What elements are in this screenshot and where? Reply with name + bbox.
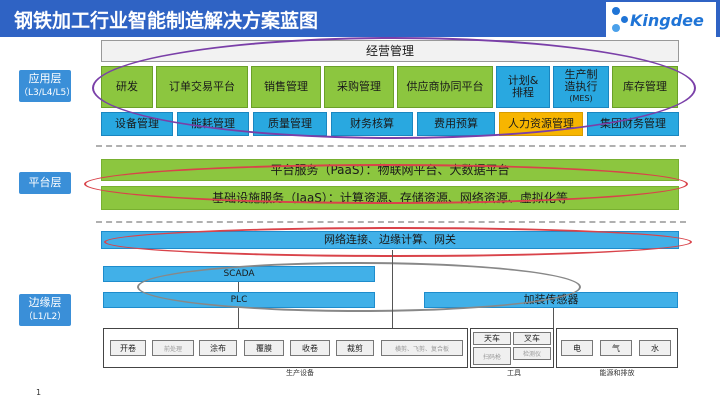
- app-layer-title: 应用层: [28, 72, 62, 85]
- energy-gas: 气: [600, 340, 632, 356]
- device-forklift: 叉车: [513, 332, 551, 345]
- page-title: 钢铁加工行业智能制造解决方案蓝图: [14, 10, 319, 32]
- connector-line: [238, 308, 239, 328]
- module-sales: 销售管理: [251, 66, 321, 108]
- device-coating: 涂布: [199, 340, 237, 356]
- energy-water: 水: [639, 340, 671, 356]
- sensor-bar: 加装传感器: [424, 292, 678, 308]
- edge-layer-title: 边缘层: [28, 296, 62, 309]
- module-purchase: 采购管理: [324, 66, 394, 108]
- business-management-bar: 经营管理: [101, 40, 679, 62]
- energy-group: [556, 328, 678, 368]
- tools-group: [470, 328, 554, 368]
- device-shear: 横剪、飞剪、复合板: [381, 340, 463, 356]
- mes-label: 生产制造执行: [564, 68, 598, 93]
- separator-platform-edge: [96, 221, 686, 223]
- logo-dot-icon: [612, 24, 620, 32]
- mes-sub: (MES): [569, 94, 593, 103]
- edge-layer-sub: （L1/L2）: [23, 312, 67, 322]
- separator-app-platform: [96, 145, 686, 147]
- device-pretreat: 前处理: [152, 340, 194, 356]
- production-equipment-group: [103, 328, 468, 368]
- device-cut: 裁剪: [336, 340, 374, 356]
- module-mes: 生产制造执行 (MES): [553, 66, 609, 108]
- module-quality: 质量管理: [253, 112, 327, 136]
- connector-line: [238, 282, 239, 292]
- module-order-trading: 订单交易平台: [156, 66, 248, 108]
- plc-bar: PLC: [103, 292, 375, 308]
- logo-dot-icon: [612, 7, 620, 15]
- module-rnd: 研发: [101, 66, 153, 108]
- energy-label: 能源和排放: [599, 369, 635, 377]
- module-group-finance: 集团财务管理: [587, 112, 679, 136]
- scada-bar: SCADA: [103, 266, 375, 282]
- network-bar: 网络连接、边缘计算、网关: [101, 231, 679, 249]
- connector-line: [553, 308, 554, 328]
- paas-bar: 平台服务（PaaS）：物联网平台、大数据平台: [101, 159, 679, 181]
- page-number: 1: [36, 388, 42, 397]
- title-bar: [0, 0, 720, 37]
- module-planning: 计划&排程: [496, 66, 550, 108]
- logo-text: Kingdee: [630, 11, 704, 30]
- module-budget: 费用预算: [417, 112, 495, 136]
- device-tester: 检测仪: [513, 347, 551, 360]
- device-scanner: 扫码枪: [473, 347, 511, 365]
- platform-layer-label: 平台层: [19, 172, 71, 194]
- device-laminate: 覆膜: [244, 340, 284, 356]
- device-crane: 天车: [473, 332, 511, 345]
- module-equipment: 设备管理: [101, 112, 173, 136]
- app-layer-label: 应用层 （L3/L4/L5）: [19, 70, 76, 102]
- connector-line: [392, 250, 393, 328]
- device-uncoil: 开卷: [110, 340, 146, 356]
- module-supplier-collab: 供应商协同平台: [397, 66, 493, 108]
- app-layer-sub: （L3/L4/L5）: [19, 88, 76, 98]
- device-recoil: 收卷: [290, 340, 330, 356]
- edge-layer-label: 边缘层 （L1/L2）: [19, 294, 71, 326]
- logo-dot-icon: [621, 16, 628, 23]
- module-energy: 能耗管理: [177, 112, 249, 136]
- production-label: 生产设备: [286, 369, 314, 377]
- module-accounting: 财务核算: [331, 112, 413, 136]
- tools-label: 工具: [507, 369, 521, 377]
- energy-electricity: 电: [561, 340, 593, 356]
- module-hr: 人力资源管理: [499, 112, 583, 136]
- platform-layer-title: 平台层: [28, 176, 62, 189]
- iaas-bar: 基础设施服务（IaaS）：计算资源、存储资源、网络资源、虚拟化等: [101, 186, 679, 210]
- module-inventory: 库存管理: [612, 66, 678, 108]
- kingdee-logo: [606, 2, 716, 40]
